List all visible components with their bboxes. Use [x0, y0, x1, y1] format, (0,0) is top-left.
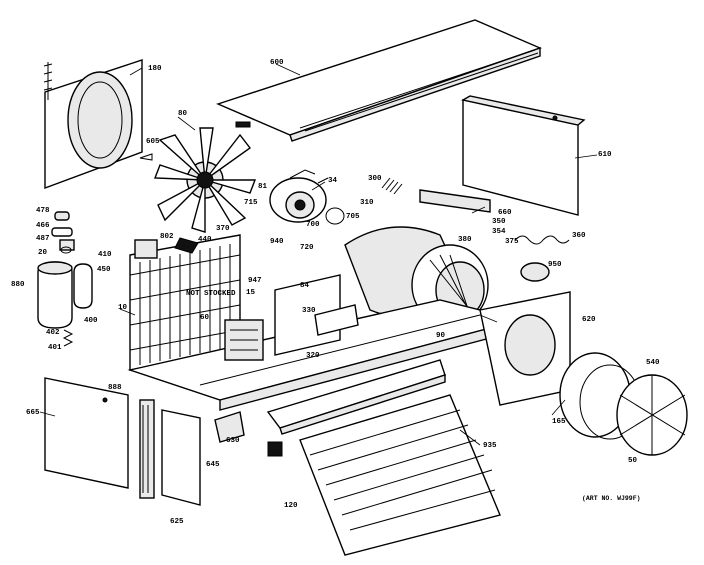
callout-660: 660: [498, 209, 512, 217]
callout-935: 935: [483, 442, 497, 450]
rear-panel: [461, 95, 586, 216]
drain-pan: [266, 359, 446, 435]
callout-50: 50: [628, 457, 638, 465]
callout-60: 60: [200, 314, 210, 322]
art-number: (ART NO. WJ99F): [582, 495, 641, 502]
callout-350: 350: [492, 218, 506, 226]
compressor: [37, 239, 93, 347]
electrical-terminals: [224, 319, 264, 361]
callout-600: 600: [270, 59, 284, 67]
callout-360: 360: [572, 232, 586, 240]
callout-120: 120: [284, 502, 298, 510]
callout-665: 665: [26, 409, 40, 417]
callout-802: 802: [160, 233, 174, 241]
fittings: [51, 211, 73, 254]
callout-180: 180: [148, 65, 162, 73]
callout-450: 450: [97, 266, 111, 274]
fan-shroud: [43, 59, 143, 190]
callout-310: 310: [360, 199, 374, 207]
fan-motor: [269, 169, 345, 225]
control-box: [274, 274, 359, 356]
callout-90: 90: [436, 332, 446, 340]
callout-165: 165: [552, 418, 566, 426]
callout-540: 540: [646, 359, 660, 367]
top-cover-panel: [216, 19, 542, 142]
blower-shroud: [479, 291, 571, 406]
callout-labels: 180 600 610 605 80 81 34 300 310 478 466…: [11, 59, 660, 526]
callout-80: 80: [178, 110, 188, 118]
callout-300: 300: [368, 175, 382, 183]
filters-and-brackets: [139, 399, 283, 506]
callout-700: 700: [306, 221, 320, 229]
capacitor-and-foam: [134, 237, 199, 259]
callout-380: 380: [458, 236, 472, 244]
callout-630: 630: [226, 437, 240, 445]
callout-605: 605: [146, 138, 160, 146]
callout-330: 330: [302, 307, 316, 315]
evaporator-coil: [299, 394, 501, 556]
side-panel: [44, 377, 129, 489]
leader-lines: [39, 63, 598, 446]
callout-401: 401: [48, 344, 62, 352]
callout-402: 402: [46, 329, 60, 337]
condenser-fan: [139, 127, 257, 233]
power-cord: [514, 235, 570, 245]
callout-888: 888: [108, 384, 122, 392]
callout-720: 720: [300, 244, 314, 252]
callout-370: 370: [216, 225, 230, 233]
callout-947: 947: [248, 277, 262, 285]
callout-478: 478: [36, 207, 50, 215]
callout-not-stocked: NOT STOCKED: [186, 290, 236, 298]
callout-950: 950: [548, 261, 562, 269]
callout-645: 645: [206, 461, 220, 469]
control-knob: [520, 262, 550, 282]
callout-400: 400: [84, 317, 98, 325]
callout-375: 375: [505, 238, 519, 246]
callout-610: 610: [598, 151, 612, 159]
callout-81: 81: [258, 183, 268, 191]
callout-320: 320: [306, 352, 320, 360]
callout-440: 440: [198, 236, 212, 244]
condenser-coil: [129, 234, 241, 371]
callout-410: 410: [98, 251, 112, 259]
callout-715: 715: [244, 199, 258, 207]
heater-element: [381, 177, 491, 213]
callout-354: 354: [492, 228, 506, 236]
callout-34: 34: [328, 177, 338, 185]
callout-84: 84: [300, 282, 310, 290]
callout-20: 20: [38, 249, 48, 257]
callout-620: 620: [582, 316, 596, 324]
blower-wheel-assembly: [559, 352, 688, 456]
callout-487: 487: [36, 235, 50, 243]
callout-625: 625: [170, 518, 184, 526]
callout-15: 15: [246, 289, 256, 297]
callout-466: 466: [36, 222, 50, 230]
callout-880: 880: [11, 281, 25, 289]
callout-705: 705: [346, 213, 360, 221]
callout-10: 10: [118, 304, 128, 312]
callout-940: 940: [270, 238, 284, 246]
